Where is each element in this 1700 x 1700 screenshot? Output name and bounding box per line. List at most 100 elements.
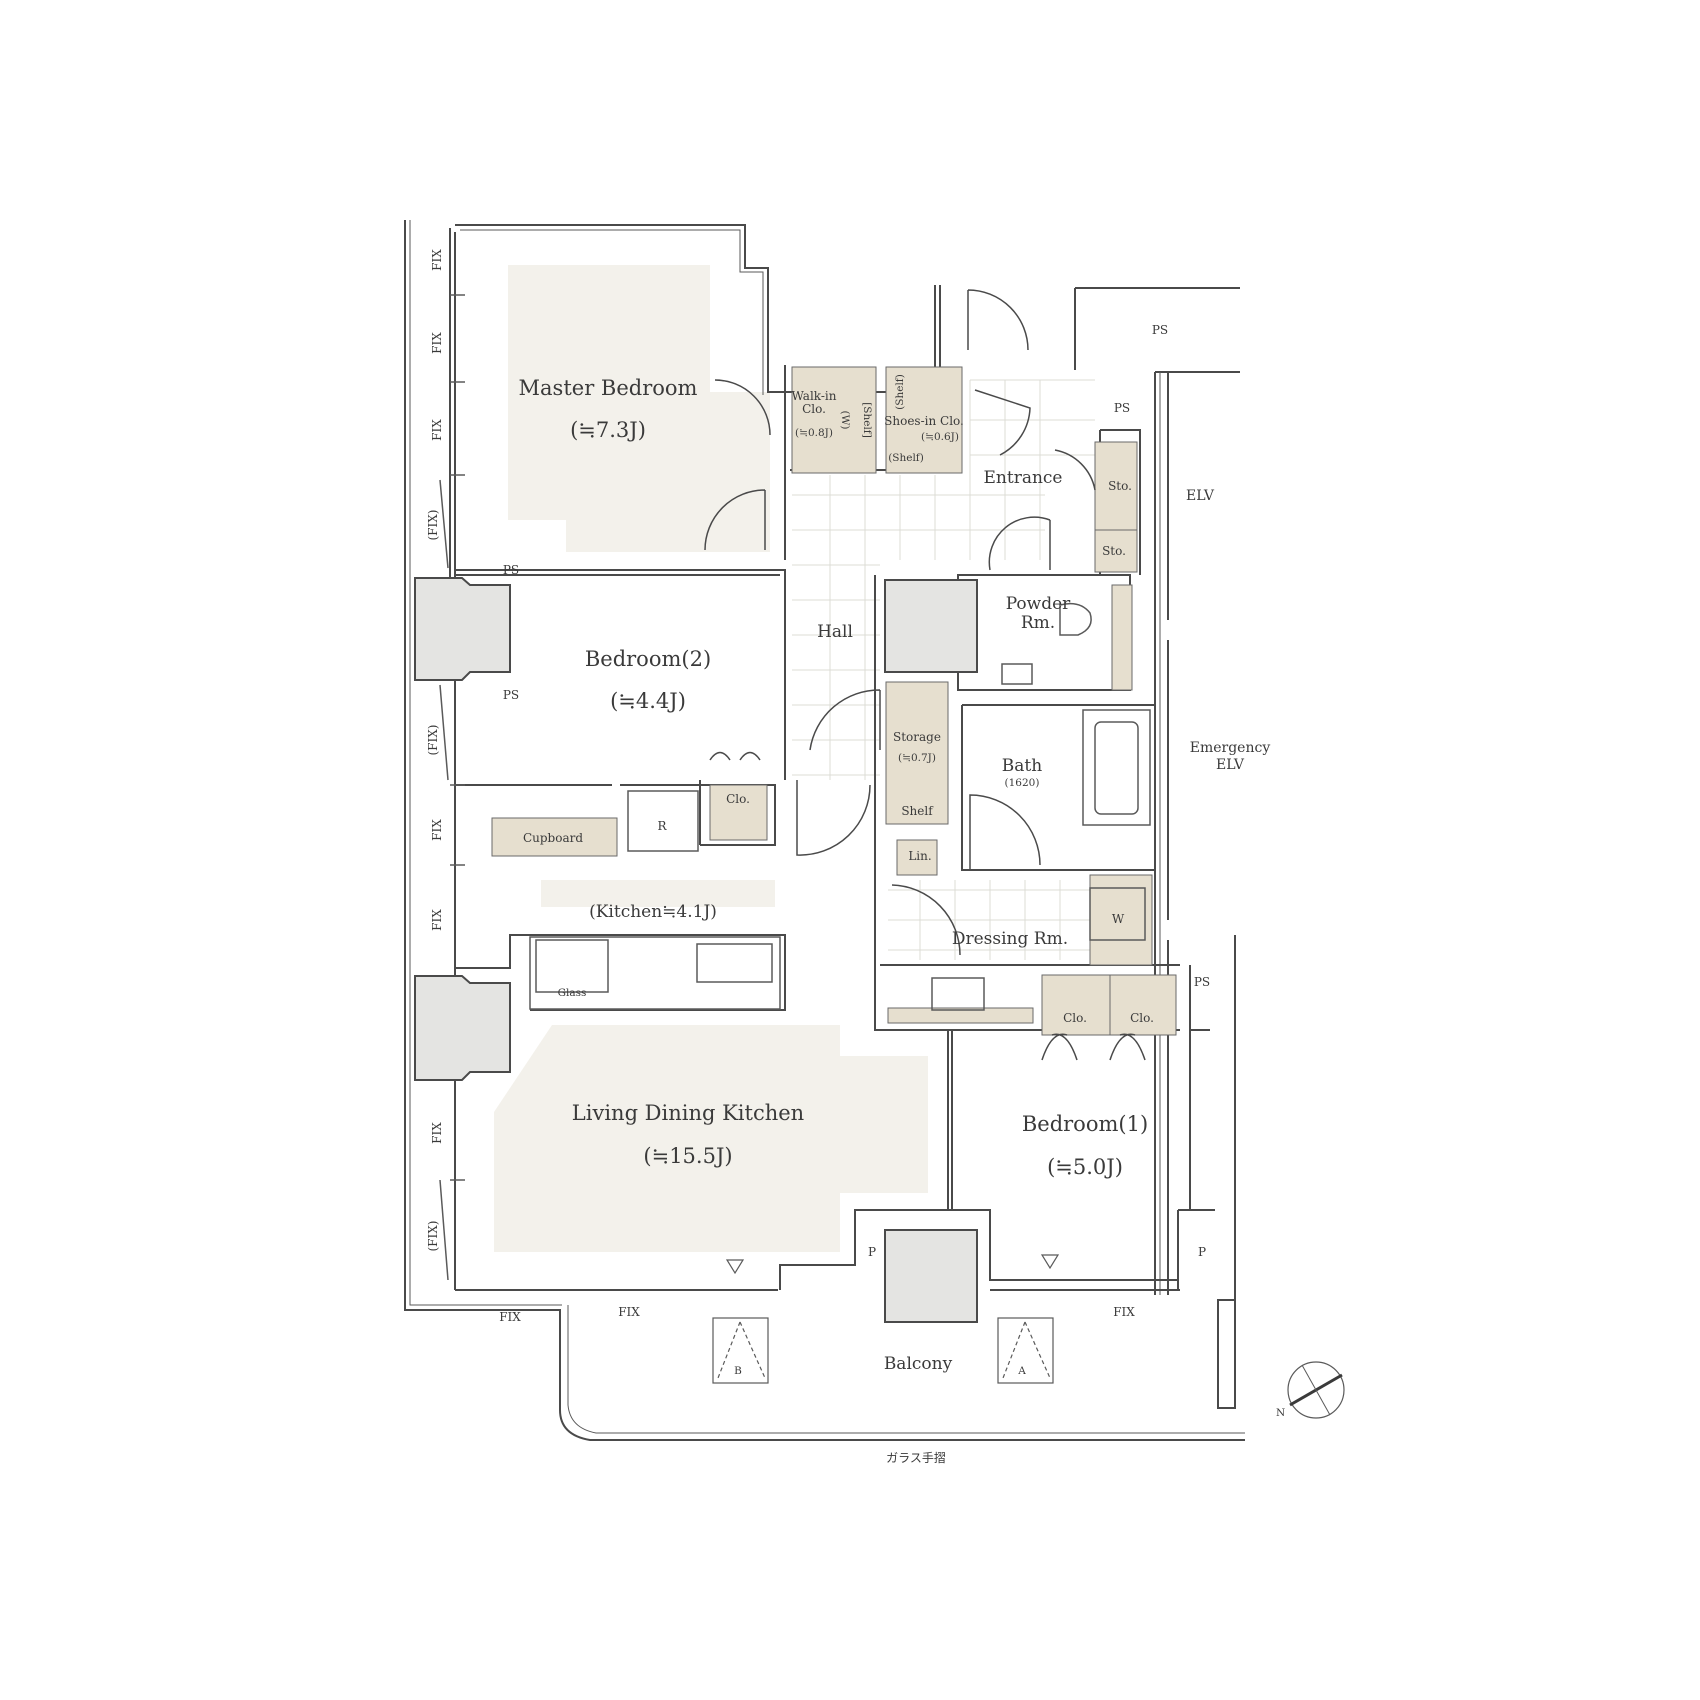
walkin-label-1: Walk-in (792, 389, 837, 403)
closet-bed1-a-label: Clo. (1063, 1011, 1087, 1025)
fix-label-bottom-1: FIX (499, 1310, 521, 1324)
master-bedroom-label: Master Bedroom (519, 376, 698, 400)
kitchen-label: (Kitchen≒4.1J) (589, 902, 717, 922)
bedroom1-label: Bedroom(1) (1022, 1112, 1148, 1136)
toilet (1059, 602, 1092, 636)
ldk-size: (≒15.5J) (643, 1144, 732, 1168)
pillar-core (884, 579, 978, 673)
powder-room-label-1: Powder (1006, 594, 1071, 614)
fix-paren-label-3: (FIX) (426, 1221, 440, 1252)
closet-bed1-a (1041, 974, 1111, 1036)
walkin-shelf: [Shelf] (861, 402, 873, 438)
railing-label: ガラス手摺 (886, 1450, 946, 1465)
bathtub-inner (1094, 721, 1139, 815)
fix-label-bottom-3: FIX (1113, 1305, 1135, 1319)
shoes-in-closet (885, 366, 963, 474)
emergency-elv-label-1: Emergency (1190, 740, 1271, 756)
hall-label: Hall (817, 622, 853, 642)
shoes-shelf-bottom: (Shelf) (888, 452, 924, 464)
shaft-labels: PS PS PS PS PS ELV Emergency ELV P P (503, 323, 1270, 1259)
pillar-upper (414, 577, 511, 681)
ps-label-top: PS (1152, 323, 1168, 337)
kitchen-sink (696, 943, 773, 983)
closet-bed1-b-label: Clo. (1130, 1011, 1154, 1025)
storage-room (885, 681, 949, 825)
walkin-label-2: Clo. (802, 402, 826, 416)
balcony-label: Balcony (884, 1354, 953, 1374)
linen (896, 839, 938, 876)
fix-labels: FIX FIX FIX (FIX) (FIX) FIX FIX FIX (FIX… (426, 249, 1135, 1324)
shoes-in-label: Shoes-in Clo. (884, 414, 964, 428)
ps-label-entrance: PS (1114, 401, 1130, 415)
washer-area (1089, 874, 1153, 966)
ac-label-a: A (1017, 1365, 1026, 1377)
fix-label-2: FIX (430, 332, 444, 354)
storage-room-label: Storage (893, 730, 941, 744)
fridge-space (627, 790, 699, 852)
powder-shelf (1111, 584, 1133, 691)
walkin-size: (≒0.8J) (795, 427, 833, 439)
window-marks (439, 294, 465, 1281)
washer (1089, 887, 1146, 941)
glass-label: Glass (558, 987, 587, 999)
vanity-strip (887, 1007, 1034, 1024)
bedroom1-size: (≒5.0J) (1047, 1155, 1123, 1179)
entrance-label: Entrance (984, 468, 1063, 488)
fixtures (529, 602, 1151, 1011)
walkin-w: (W) (839, 411, 851, 430)
bath-size: (1620) (1005, 777, 1040, 789)
pillars (414, 577, 978, 1323)
cupboard (491, 817, 618, 857)
fix-paren-label-1: (FIX) (426, 510, 440, 541)
tile-grid (792, 379, 1095, 960)
bedroom2-label: Bedroom(2) (585, 647, 711, 671)
shoes-shelf-top: (Shelf) (894, 374, 906, 410)
vanity-sink (931, 977, 985, 1011)
p-label-right: P (1198, 1245, 1206, 1259)
storage-room-size: (≒0.7J) (898, 752, 936, 764)
ac-units (712, 1317, 1054, 1384)
p-label-left: P (868, 1245, 876, 1259)
ps-label-east: PS (1194, 975, 1210, 989)
storage-shelf-label: Shelf (901, 804, 934, 818)
bathtub (1082, 709, 1151, 826)
master-bedroom-size: (≒7.3J) (570, 418, 646, 442)
room-fills (494, 265, 928, 1252)
ps-label-pillar-top: PS (503, 563, 519, 577)
fix-label-6: FIX (430, 1122, 444, 1144)
cupboard-label: Cupboard (523, 831, 583, 845)
closet-bed1-b (1109, 974, 1177, 1036)
powder-sink (1001, 663, 1033, 685)
dressing-room-label: Dressing Rm. (952, 929, 1068, 949)
storage-blocks (491, 366, 1177, 1036)
ps-label-pillar-bottom: PS (503, 688, 519, 702)
storage-labels: Walk-in Clo. (≒0.8J) (W) [Shelf] (Shelf)… (523, 374, 1154, 1025)
sto-top-label: Sto. (1108, 479, 1132, 493)
fix-label-4: FIX (430, 819, 444, 841)
shoes-in-size: (≒0.6J) (921, 431, 959, 443)
north-compass: N (1276, 1361, 1345, 1419)
fix-label-1: FIX (430, 249, 444, 271)
sto-bottom-label: Sto. (1102, 544, 1126, 558)
pillar-balcony (884, 1229, 978, 1323)
closet-bed2 (709, 784, 768, 841)
fix-paren-label-2: (FIX) (426, 725, 440, 756)
bedroom2-size: (≒4.4J) (610, 689, 686, 713)
fix-label-5: FIX (430, 909, 444, 931)
linen-label: Lin. (908, 849, 931, 863)
fix-label-bottom-2: FIX (618, 1305, 640, 1319)
ldk-label: Living Dining Kitchen (572, 1101, 804, 1125)
powder-room-label-2: Rm. (1021, 613, 1055, 633)
fix-label-3: FIX (430, 419, 444, 441)
north-label: N (1276, 1407, 1285, 1419)
bath-label: Bath (1002, 756, 1042, 776)
elv-label: ELV (1186, 488, 1215, 504)
doors (704, 289, 1146, 1061)
emergency-elv-label-2: ELV (1216, 757, 1245, 773)
pillar-lower (414, 975, 511, 1081)
closet-bed2-label: Clo. (726, 792, 750, 806)
room-labels: Master Bedroom (≒7.3J) Bedroom(2) (≒4.4J… (519, 376, 1149, 1374)
fridge-label: R (657, 819, 667, 833)
stove (535, 939, 609, 993)
